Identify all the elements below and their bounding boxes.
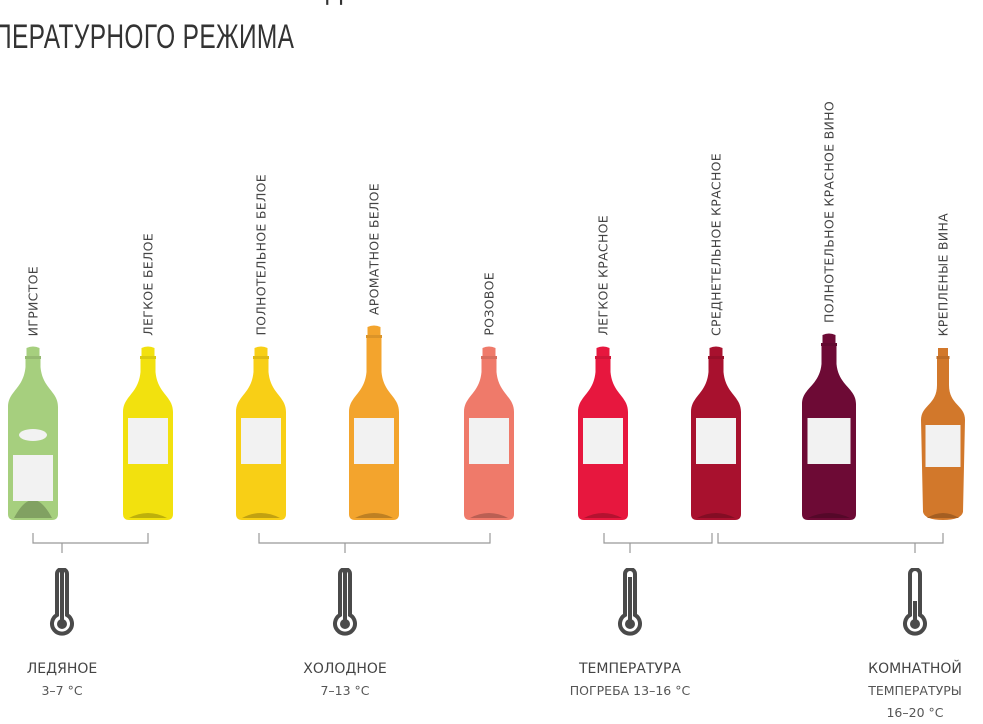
bottle-punt: [584, 513, 622, 518]
wine-item: ЛЕГКОЕ БЕЛОЕ: [118, 0, 178, 530]
temperature-group-name: ХОЛОДНОЕ: [303, 661, 387, 677]
thermometer-icon: [903, 568, 927, 636]
wine-bottle-icon: [464, 346, 514, 520]
wine-bottle-icon: [236, 346, 286, 520]
wine-item: СРЕДНЕТЕЛЬНОЕ КРАСНОЕ: [686, 0, 746, 530]
bottle-punt: [697, 513, 735, 518]
thermometer-icon: [618, 568, 642, 636]
temperature-group: ЛЕДЯНОЕ 3–7 °C: [0, 568, 162, 702]
temperature-group-name-2: ТЕМПЕРАТУРЫ: [868, 683, 962, 698]
temperature-group-name: ЛЕДЯНОЕ: [26, 661, 98, 677]
bottle-neck-label: [19, 429, 47, 441]
bottle-paper-label: [696, 418, 736, 464]
bottle-neck-label: [594, 426, 612, 438]
temperature-group-name: ТЕМПЕРАТУРА: [579, 661, 681, 677]
title-line-1: ЛУЧШИЕ ПРАВИЛА СОБЛЮДЕНИЯ: [0, 0, 426, 12]
bottle-neck-ring: [140, 356, 156, 359]
wine-item: ЛЕГКОЕ КРАСНОЕ: [573, 0, 633, 530]
bottle-punt: [808, 513, 850, 518]
wine-item: ИГРИСТОЕ: [3, 0, 63, 530]
page-title: ЛУЧШИЕ ПРАВИЛА СОБЛЮДЕНИЯ ПЕРАТУРНОГО РЕ…: [0, 0, 426, 62]
wine-bottle-icon: [578, 346, 628, 520]
wine-item: РОЗОВОЕ: [459, 0, 519, 530]
wine-bottle-icon: [123, 346, 173, 520]
bottle-neck-ring: [936, 356, 950, 359]
bottle-neck-ring: [821, 343, 837, 346]
bracket-cold: [258, 533, 491, 553]
title-line-2: ПЕРАТУРНОГО РЕЖИМА: [0, 18, 295, 56]
wine-bottle-icon: [921, 348, 965, 520]
bottle-neck-ring: [708, 356, 724, 359]
wine-item: АРОМАТНОЕ БЕЛОЕ: [344, 0, 404, 530]
wine-bottle-icon: [8, 346, 58, 520]
temperature-group: ХОЛОДНОЕ 7–13 °C: [245, 568, 445, 702]
thermometer-icon: [333, 568, 357, 636]
bracket-room: [717, 533, 944, 553]
bottle-neck-ring: [366, 335, 382, 338]
temperature-group: КОМНАТНОЙ ТЕМПЕРАТУРЫ 16–20 °C: [815, 568, 983, 724]
temperature-range: 16–20 °C: [886, 705, 944, 720]
bottle-punt: [129, 513, 167, 518]
bottle-paper-label: [354, 418, 394, 464]
temperature-range: 3–7 °C: [41, 683, 83, 698]
bottle-neck-ring: [253, 356, 269, 359]
bracket-cellar: [603, 533, 713, 553]
wine-item: КРЕПЛЕНЫЕ ВИНА: [913, 0, 973, 530]
temperature-group: ТЕМПЕРАТУРА ПОГРЕБА 13–16 °C: [530, 568, 730, 702]
bottle-paper-label: [583, 418, 623, 464]
bottle-paper-label: [925, 425, 961, 467]
bottle-punt: [470, 513, 508, 518]
bottle-paper-label: [469, 418, 509, 464]
bottle-paper-label: [128, 418, 168, 464]
bracket-icy: [32, 533, 149, 553]
bottle-neck-ring: [25, 356, 41, 359]
wine-bottle-icon: [802, 333, 856, 520]
bottle-neck-ring: [595, 356, 611, 359]
wine-bottle-icon: [349, 325, 399, 520]
temperature-group-name: КОМНАТНОЙ: [868, 661, 962, 677]
bottle-paper-label: [241, 418, 281, 464]
temperature-range: 7–13 °C: [320, 683, 370, 698]
wine-bottle-icon: [691, 346, 741, 520]
bottle-paper-label: [13, 455, 53, 501]
wine-item: ПОЛНОТЕЛЬНОЕ БЕЛОЕ: [231, 0, 291, 530]
bottle-punt: [14, 500, 52, 518]
bottle-neck-ring: [481, 356, 497, 359]
wine-item: ПОЛНОТЕЛЬНОЕ КРАСНОЕ ВИНО: [799, 0, 859, 530]
temperature-group-name-2: ПОГРЕБА 13–16 °C: [569, 683, 691, 698]
bottle-punt: [927, 513, 959, 518]
thermometer-icon: [50, 568, 74, 636]
bottle-punt: [355, 513, 393, 518]
bottle-paper-label: [807, 418, 851, 464]
bottle-punt: [242, 513, 280, 518]
